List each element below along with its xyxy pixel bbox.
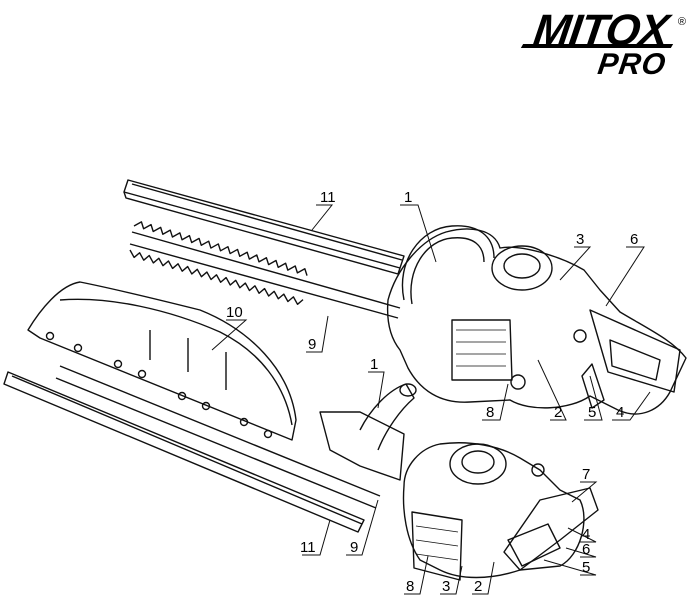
bottom-engine-unit bbox=[404, 443, 598, 580]
top-engine-unit bbox=[388, 226, 686, 414]
part-1-front-handle bbox=[320, 384, 416, 480]
callout-bottom-0: 1 bbox=[370, 356, 378, 373]
callout-bottom-4: 5 bbox=[582, 559, 590, 576]
callout-top-1: 1 bbox=[404, 189, 412, 206]
part-9-blade-lower bbox=[56, 366, 380, 508]
callout-top-9: 4 bbox=[616, 404, 624, 421]
callout-bottom-3: 6 bbox=[582, 541, 590, 558]
callout-bottom-6: 9 bbox=[350, 539, 358, 556]
callout-top-3: 6 bbox=[630, 231, 638, 248]
callout-top-2: 3 bbox=[576, 231, 584, 248]
callout-top-5: 9 bbox=[308, 336, 316, 353]
callout-top-0: 11 bbox=[320, 189, 336, 206]
callouts-bottom: 1 7 4 6 5 11 9 8 3 2 bbox=[300, 356, 590, 595]
callout-bottom-5: 11 bbox=[300, 539, 316, 556]
callout-bottom-1: 7 bbox=[582, 466, 590, 483]
callout-bottom-7: 8 bbox=[406, 578, 414, 595]
callout-top-4: 10 bbox=[226, 304, 243, 321]
callout-top-7: 2 bbox=[554, 404, 562, 421]
callout-bottom-9: 2 bbox=[474, 578, 482, 595]
callout-bottom-8: 3 bbox=[442, 578, 450, 595]
callout-top-8: 5 bbox=[588, 404, 596, 421]
part-11-bar-upper bbox=[124, 180, 404, 274]
part-10-blade-guard bbox=[28, 282, 296, 440]
part-9-blade-upper bbox=[128, 220, 400, 318]
callout-top-6: 8 bbox=[486, 404, 494, 421]
